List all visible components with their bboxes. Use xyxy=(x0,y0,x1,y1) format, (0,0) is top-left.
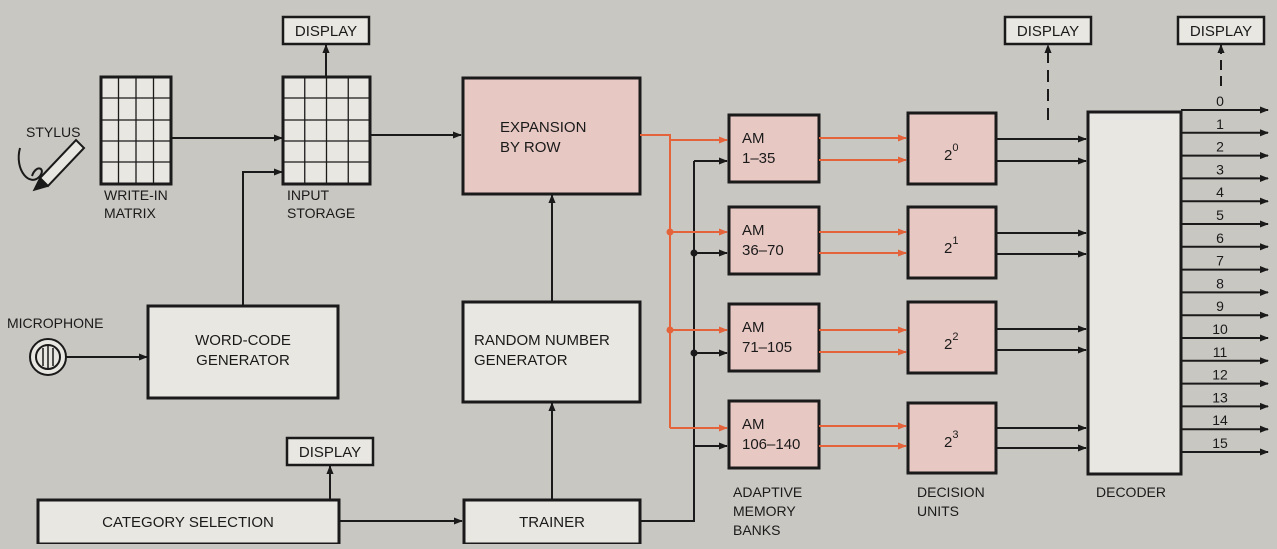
decoder-output-label: 4 xyxy=(1216,184,1224,200)
decoder-output-label: 14 xyxy=(1212,412,1228,428)
word-code-label-1: WORD-CODE xyxy=(195,332,291,349)
microphone-label: MICROPHONE xyxy=(7,315,103,331)
write-in-label-2: MATRIX xyxy=(104,205,157,221)
du0-exp: 0 xyxy=(952,142,958,154)
random-label-1: RANDOM NUMBER xyxy=(474,332,610,349)
decoder-output-label: 11 xyxy=(1213,344,1228,360)
adaptive-label-2: MEMORY xyxy=(733,503,796,519)
memory-bank-3: AM 71–105 xyxy=(729,304,819,371)
decoder-output-label: 7 xyxy=(1216,253,1224,269)
trainer-bus xyxy=(640,161,694,521)
decoder-output-label: 9 xyxy=(1216,298,1224,314)
random-number-generator: RANDOM NUMBER GENERATOR xyxy=(463,302,640,402)
microphone-group: MICROPHONE xyxy=(7,315,103,375)
decision-label-2: UNITS xyxy=(917,503,959,519)
microphone-icon xyxy=(30,339,66,375)
memory-bank-4-line1: AM xyxy=(742,416,765,433)
decision-unit-0: 20 xyxy=(908,113,996,184)
decoder: DECODER xyxy=(1088,112,1181,500)
display-input-storage: DISPLAY xyxy=(283,17,369,44)
adaptive-label-1: ADAPTIVE xyxy=(733,484,802,500)
memory-bank-2-line2: 36–70 xyxy=(742,242,784,259)
display-label: DISPLAY xyxy=(299,444,361,461)
expansion-label-1: EXPANSION xyxy=(500,119,586,136)
word-code-generator: WORD-CODE GENERATOR xyxy=(148,306,338,398)
trainer: TRAINER xyxy=(464,500,640,544)
decision-label-1: DECISION xyxy=(917,484,985,500)
category-selection: CATEGORY SELECTION xyxy=(38,500,339,544)
du2-base: 2 xyxy=(944,336,952,353)
expansion-bus xyxy=(640,135,670,428)
input-storage: INPUT STORAGE xyxy=(283,77,370,221)
decoder-output-label: 13 xyxy=(1212,389,1228,405)
du2-exp: 2 xyxy=(952,331,958,343)
memory-bank-1-line2: 1–35 xyxy=(742,150,775,167)
display-category: DISPLAY xyxy=(287,438,373,465)
display-label: DISPLAY xyxy=(1190,23,1252,40)
decoder-output-label: 6 xyxy=(1216,230,1224,246)
input-storage-label-1: INPUT xyxy=(287,187,329,203)
stylus-label: STYLUS xyxy=(26,124,80,140)
expansion-label-2: BY ROW xyxy=(500,139,561,156)
display-label: DISPLAY xyxy=(1017,23,1079,40)
du1-exp: 1 xyxy=(952,235,958,247)
word-code-label-2: GENERATOR xyxy=(196,352,290,369)
decoder-output-label: 1 xyxy=(1216,116,1224,132)
write-in-label-1: WRITE-IN xyxy=(104,187,168,203)
memory-bank-4-line2: 106–140 xyxy=(742,436,800,453)
trainer-label: TRAINER xyxy=(519,514,585,531)
du0-base: 2 xyxy=(944,147,952,164)
memory-bank-2: AM 36–70 xyxy=(729,207,819,274)
expansion-by-row: EXPANSION BY ROW xyxy=(463,78,640,194)
decoder-output-label: 8 xyxy=(1216,275,1224,291)
decoder-output-label: 12 xyxy=(1212,367,1228,383)
decoder-output-label: 2 xyxy=(1216,139,1224,155)
memory-bank-1-line1: AM xyxy=(742,130,765,147)
memory-bank-3-line1: AM xyxy=(742,319,765,336)
du3-exp: 3 xyxy=(952,429,958,441)
decision-unit-2: 22 xyxy=(908,302,996,373)
memory-bank-4: AM 106–140 xyxy=(729,401,819,468)
memory-bank-3-line2: 71–105 xyxy=(742,339,792,356)
write-in-matrix: WRITE-IN MATRIX xyxy=(101,77,171,221)
decision-unit-3: 23 xyxy=(908,403,996,473)
input-storage-label-2: STORAGE xyxy=(287,205,355,221)
du1-base: 2 xyxy=(944,240,952,257)
category-label: CATEGORY SELECTION xyxy=(102,514,274,531)
display-decision: DISPLAY xyxy=(1005,17,1091,44)
stylus-group: STYLUS xyxy=(19,124,84,190)
decoder-output-label: 0 xyxy=(1216,93,1224,109)
display-label: DISPLAY xyxy=(295,23,357,40)
display-decoder: DISPLAY xyxy=(1178,17,1264,44)
decision-unit-1: 21 xyxy=(908,207,996,278)
decoder-output-label: 15 xyxy=(1212,435,1228,451)
decoder-output-label: 3 xyxy=(1216,161,1224,177)
decoder-output-label: 5 xyxy=(1216,207,1224,223)
decoder-output-label: 10 xyxy=(1212,321,1228,337)
random-label-2: GENERATOR xyxy=(474,352,568,369)
decoder-label: DECODER xyxy=(1096,484,1166,500)
du3-base: 2 xyxy=(944,434,952,451)
memory-bank-1: AM 1–35 xyxy=(729,115,819,182)
stylus-icon xyxy=(19,140,84,190)
memory-bank-2-line1: AM xyxy=(742,222,765,239)
adaptive-label-3: BANKS xyxy=(733,522,780,538)
arrow-wordcode-storage xyxy=(243,172,282,306)
